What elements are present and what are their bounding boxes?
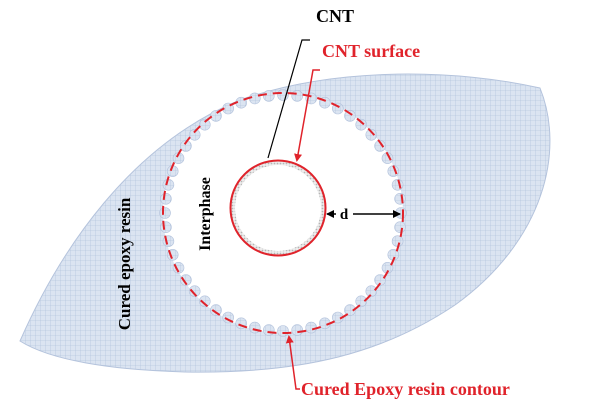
resin-bump [162, 179, 175, 191]
cnt-inner-hollow [235, 165, 321, 251]
resin-contour-leader-line [285, 335, 300, 390]
cnt-surface-circle [229, 159, 327, 257]
resin-bump [355, 295, 368, 308]
cnt-surface-label: CNT surface [322, 41, 420, 61]
resin-bump [391, 235, 404, 247]
resin-bump [160, 221, 172, 233]
resin-bump [365, 285, 378, 298]
resin-bump [210, 304, 222, 316]
resin-bump [394, 221, 406, 233]
resin-bump [180, 274, 192, 286]
resin-bump [199, 118, 211, 131]
resin-bump [159, 207, 171, 219]
cnt-surface-leader-line [294, 69, 320, 162]
resin-bump [210, 110, 222, 122]
interphase-label: Interphase [197, 177, 214, 251]
resin-bump [262, 90, 275, 102]
resin-bump [391, 179, 404, 191]
resin-bump [160, 193, 172, 205]
resin-bump [262, 324, 275, 336]
cured-epoxy-resin-label: Cured epoxy resin [115, 197, 134, 330]
resin-bump [291, 324, 304, 336]
cnt-label: CNT [316, 6, 354, 26]
resin-bump [365, 129, 378, 141]
distance-label: d [340, 207, 349, 223]
resin-bump [305, 321, 318, 334]
resin-bump [180, 140, 192, 152]
resin-bump [355, 118, 368, 131]
resin-bump [344, 110, 356, 122]
resin-bump [188, 285, 201, 298]
resin-bump [344, 304, 356, 316]
resin-bump [277, 325, 289, 337]
resin-bump [188, 129, 201, 141]
resin-contour-label: Cured Epoxy resin contour [301, 379, 510, 399]
resin-bump [394, 193, 406, 205]
resin-bump [374, 274, 386, 286]
resin-bump [395, 207, 407, 219]
resin-bump [199, 295, 211, 308]
resin-bump [374, 140, 386, 152]
resin-bump [291, 90, 304, 102]
resin-contour-dashed-circle [162, 92, 404, 334]
resin-contour-bumps [159, 89, 407, 337]
cnt-leader-line [267, 39, 310, 159]
